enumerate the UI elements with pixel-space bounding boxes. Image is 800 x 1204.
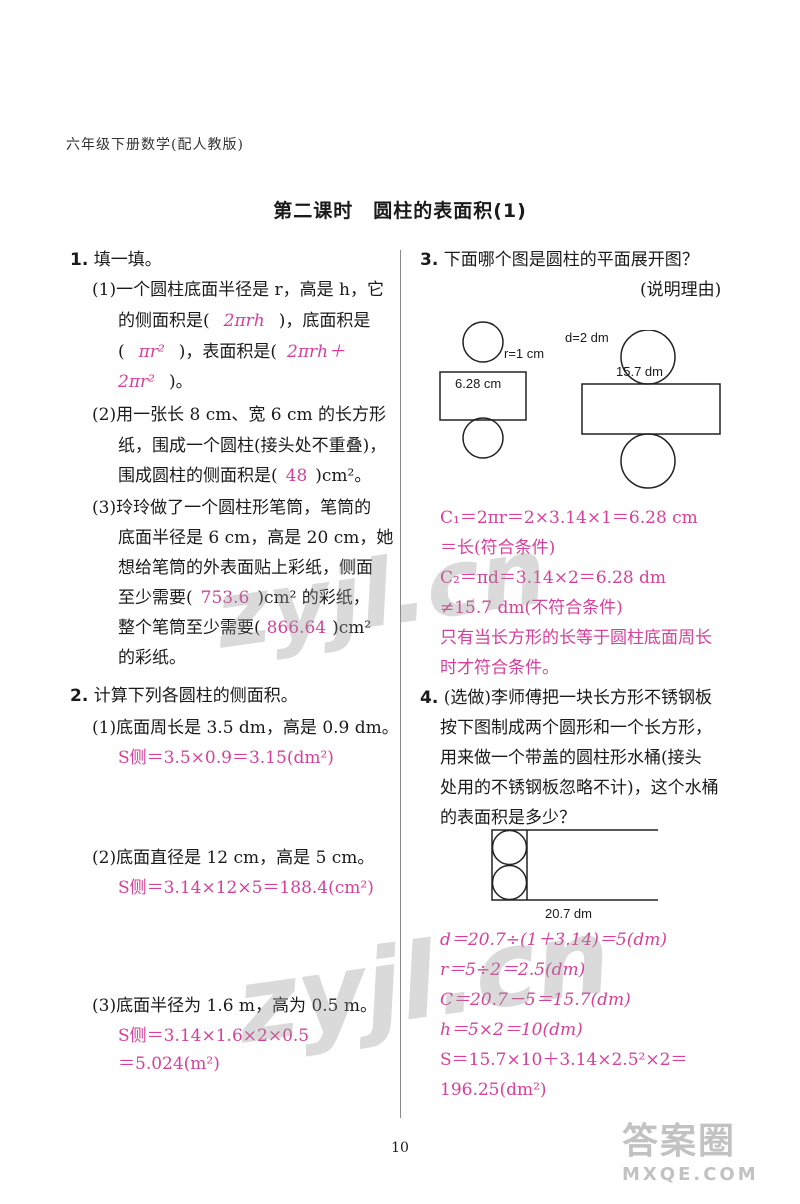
- sheet-figure: [491, 829, 658, 901]
- q2-part2: (2)底面直径是 12 cm，高是 5 cm。: [92, 848, 375, 868]
- q2-part3: (3)底面半径为 1.6 m，高为 0.5 m。: [92, 996, 378, 1016]
- q4-answer-line2: r＝5÷2＝2.5(dm): [440, 960, 586, 980]
- length-label: 6.28 cm: [455, 376, 502, 391]
- q1-p3-line3: 想给笔筒的外表面贴上彩纸，侧面: [118, 558, 373, 578]
- sheet-outline: [491, 829, 658, 901]
- answer: 2πrh＋: [287, 342, 346, 362]
- q4-line3: 用来做一个带盖的圆柱形水桶(接头: [440, 748, 702, 768]
- question-number: 3.: [420, 250, 439, 270]
- top-circle: [462, 321, 504, 363]
- q3-answer-line4: ≠15.7 dm(不符合条件): [440, 598, 623, 618]
- question-tag: (选做): [443, 688, 491, 708]
- q4-line2: 按下图制成两个圆形和一个长方形，: [440, 718, 712, 738]
- question-stem: 计算下列各圆柱的侧面积。: [93, 686, 298, 706]
- q3-answer-line6: 时才符合条件。: [440, 658, 559, 678]
- q3-answer-line5: 只有当长方形的长等于圆柱底面周长: [440, 628, 712, 648]
- diameter-label: d=2 dm: [565, 330, 609, 345]
- text: )。: [168, 372, 193, 392]
- q4-answer-line4: h＝5×2＝10(dm): [440, 1020, 583, 1040]
- answer: 753.6: [200, 588, 250, 608]
- q4-line4: 处用的不锈钢板忽略不计)，这个水桶: [440, 778, 719, 798]
- q2-part2-answer: S侧＝3.14×12×5＝188.4(cm²): [118, 878, 374, 898]
- q4-line5: 的表面积是多少？: [440, 808, 576, 828]
- text: 整个笔筒至少需要(: [118, 618, 261, 638]
- q1-p2-line1: (2)用一张长 8 cm、宽 6 cm 的长方形: [92, 405, 387, 425]
- side-rectangle: [439, 371, 527, 421]
- q1-p3-line6: 的彩纸。: [118, 648, 186, 668]
- column-divider: [400, 250, 401, 1118]
- length-label: 15.7 dm: [616, 364, 663, 379]
- bottom-circle: [462, 417, 504, 459]
- question-stem: 李师傅把一块长方形不锈钢板: [490, 688, 712, 708]
- answer: 2πr²: [118, 372, 155, 392]
- side-rectangle: [581, 383, 721, 435]
- q4-answer-line1: d＝20.7÷(1＋3.14)＝5(dm): [440, 930, 667, 950]
- question-number: 1.: [70, 250, 89, 270]
- q3-answer-line3: C₂＝πd＝3.14×2＝6.28 dm: [440, 568, 667, 588]
- net-figure-left: [439, 321, 527, 459]
- answer: πr²: [138, 342, 165, 362]
- text: )cm²: [332, 618, 372, 638]
- q2-part1-answer: S侧＝3.5×0.9＝3.15(dm²): [118, 748, 334, 768]
- text: 围成圆柱的侧面积是(: [118, 466, 278, 486]
- net-figure-right: [581, 330, 721, 489]
- q3-note: (说明理由): [640, 280, 722, 300]
- q1-p3-line1: (3)玲玲做了一个圆柱形笔筒，笔筒的: [92, 498, 372, 518]
- q1-p2-line2: 纸，围成一个圆柱(接头处不重叠)，: [118, 436, 387, 456]
- question-number: 4.: [420, 688, 439, 708]
- radius-label: r=1 cm: [504, 346, 545, 361]
- q1-p3-line2: 底面半径是 6 cm，高是 20 cm，她: [118, 528, 394, 548]
- text: (: [118, 342, 125, 362]
- watermark-zyjl-bottom: zyjl.cn: [229, 894, 618, 1068]
- circle-bottom: [491, 864, 528, 901]
- answer: 866.64: [266, 618, 327, 638]
- book-title: 六年级下册数学(配人教版): [66, 137, 244, 153]
- answer: 48: [285, 466, 308, 486]
- text: 的侧面积是(: [118, 311, 210, 331]
- q4-answer-line5: S＝15.7×10＋3.14×2.5²×2＝: [440, 1050, 688, 1070]
- q1-p1-line1: (1)一个圆柱底面半径是 r，高是 h，它: [92, 280, 384, 300]
- watermark-logo-url: MXQE.COM: [622, 1164, 759, 1185]
- page-title: 第二课时 圆柱的表面积(1): [273, 200, 527, 222]
- q3-answer-line2: ＝长(符合条件): [440, 538, 556, 558]
- question-stem: 下面哪个图是圆柱的平面展开图？: [443, 250, 699, 270]
- q3-answer-line1: C₁＝2πr＝2×3.14×1＝6.28 cm: [440, 508, 698, 528]
- text: )cm² 的彩纸，: [257, 588, 370, 608]
- q4-answer-line3: C＝20.7－5＝15.7(dm): [440, 990, 631, 1010]
- bottom-circle: [620, 433, 676, 489]
- q4-answer-line6: 196.25(dm²): [440, 1080, 547, 1100]
- text: )，底面积是: [278, 311, 371, 331]
- sheet-length-label: 20.7 dm: [545, 906, 592, 921]
- watermark-logo: 答案圈: [622, 1121, 737, 1162]
- page-number: 10: [391, 1140, 409, 1156]
- text: )，表面积是(: [178, 342, 278, 362]
- q2-part1: (1)底面周长是 3.5 dm，高是 0.9 dm。: [92, 718, 399, 738]
- q2-part3-answer-line1: S侧＝3.14×1.6×2×0.5: [118, 1026, 310, 1046]
- question-stem: 填一填。: [93, 250, 162, 270]
- text: 至少需要(: [118, 588, 193, 608]
- answer: 2πrh: [223, 311, 265, 331]
- q2-part3-answer-line2: ＝5.024(m²): [118, 1054, 220, 1074]
- question-number: 2.: [70, 686, 89, 706]
- text: )cm²。: [315, 466, 372, 486]
- circle-top: [491, 829, 528, 866]
